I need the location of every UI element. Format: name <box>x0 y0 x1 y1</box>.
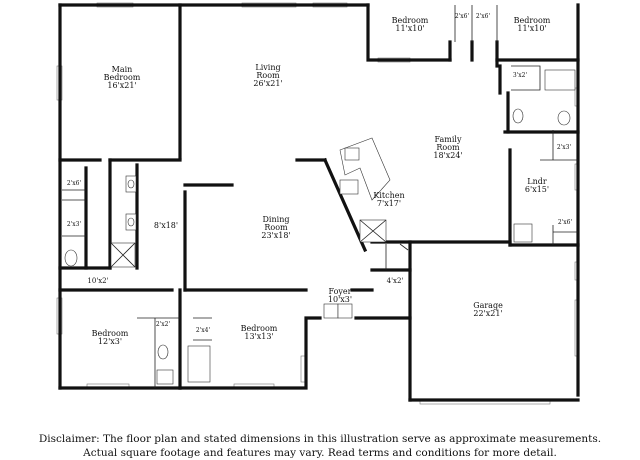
bedroom-top-right-dims: 11'x10' <box>517 24 546 33</box>
disclaimer-line-1: Disclaimer: The floor plan and stated di… <box>38 433 602 445</box>
hall-label: 8'x18' <box>154 221 178 230</box>
details <box>62 5 578 388</box>
front-door <box>323 303 353 319</box>
garage-dims: 22'x21' <box>473 309 502 318</box>
disclaimer: Disclaimer: The floor plan and stated di… <box>0 432 640 460</box>
windows <box>56 2 580 405</box>
closet-2x2: 2'x2' <box>156 321 171 328</box>
family-room-name-1: Family <box>435 135 462 144</box>
main-bedroom-name-2: Bedroom <box>104 73 141 82</box>
laundry-name: Lndr <box>527 177 547 186</box>
main-bedroom-dims: 16'x21' <box>107 81 136 90</box>
bedroom-top-left-name: Bedroom <box>392 16 429 25</box>
living-room-dims: 26'x21' <box>253 79 282 88</box>
dining-room-dims: 23'x18' <box>261 231 290 240</box>
family-room-name-2: Room <box>436 143 460 152</box>
foyer-dims: 10'x3' <box>328 295 352 304</box>
closet-4x2: 4'x2' <box>387 277 404 285</box>
walls <box>58 3 580 402</box>
family-room-dims: 18'x24' <box>433 151 462 160</box>
garage-name: Garage <box>473 301 503 310</box>
foyer-name: Foyer <box>328 287 351 296</box>
closet-2x4: 2'x4' <box>196 327 211 334</box>
kitchen-dims: 7'x17' <box>377 199 401 208</box>
bedroom-bottom-mid-dims: 13'x13' <box>244 332 273 341</box>
fixtures <box>64 69 576 385</box>
closet-2x6-right: 2'x6' <box>558 219 573 226</box>
bedroom-bottom-left-dims: 12'x3' <box>98 337 122 346</box>
closet-labels: 2'x6' 2'x6' 3'x2' 2'x3' 2'x6' 2'x6' 2'x3… <box>67 13 573 334</box>
dining-room-name-1: Dining <box>263 215 290 224</box>
living-room-name-1: Living <box>255 63 280 72</box>
closet-3x2: 3'x2' <box>513 72 528 79</box>
laundry-dims: 6'x15' <box>525 185 549 194</box>
closet-2x6-top-a: 2'x6' <box>455 13 470 20</box>
closet-2x6-top-b: 2'x6' <box>476 13 491 20</box>
bedroom-top-right-name: Bedroom <box>514 16 551 25</box>
bedroom-top-left-dims: 11'x10' <box>395 24 424 33</box>
closet-2x3-right: 2'x3' <box>557 144 572 151</box>
living-room-name-2: Room <box>256 71 280 80</box>
closet-10x2: 10'x2' <box>87 277 108 285</box>
kitchen-name: Kitchen <box>373 191 404 200</box>
bedroom-bottom-left-name: Bedroom <box>92 329 129 338</box>
closet-2x3-left: 2'x3' <box>67 221 82 228</box>
bedroom-bottom-mid-name: Bedroom <box>241 324 278 333</box>
disclaimer-line-2: Actual square footage and features may v… <box>83 447 557 459</box>
main-bedroom-name-1: Main <box>112 65 133 74</box>
dining-room-name-2: Room <box>264 223 288 232</box>
closet-2x6-left: 2'x6' <box>67 180 82 187</box>
